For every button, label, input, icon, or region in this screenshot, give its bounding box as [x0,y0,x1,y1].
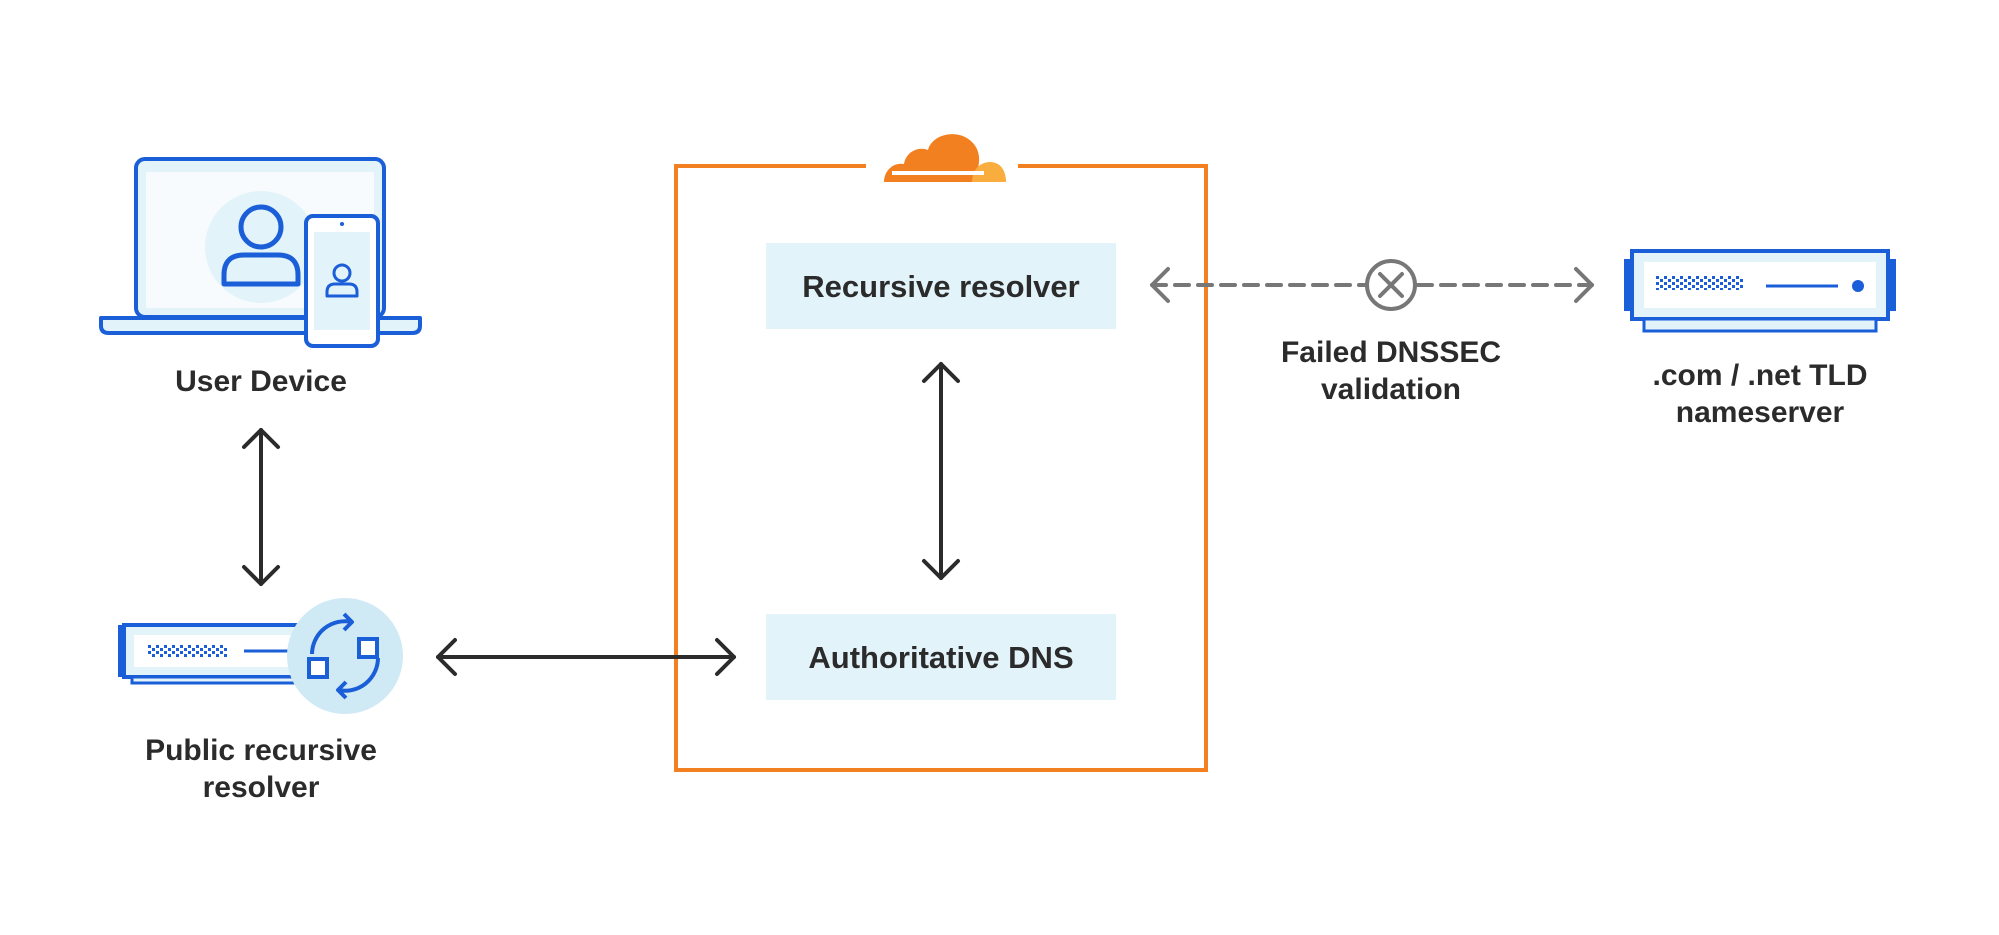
authoritative-dns-box: Authoritative DNS [766,614,1116,700]
user-device-label: User Device [175,365,347,398]
failed-dnssec-label-line1: Failed DNSSEC [1281,336,1501,369]
laptop-phone-user-icon [99,157,422,348]
cloudflare-boundary [674,164,1208,772]
public-resolver-label-line2: resolver [203,771,320,804]
server-icon [1624,249,1896,333]
tld-nameserver-label-line1: .com / .net TLD [1652,359,1867,392]
recursive-resolver-box: Recursive resolver [766,243,1116,329]
recursive-resolver-label: Recursive resolver [802,269,1079,304]
device-resolver-arrow [242,428,280,586]
x-circle-icon [1365,259,1417,311]
authoritative-dns-label: Authoritative DNS [808,640,1073,675]
server-sync-icon [118,598,403,714]
cloudflare-cloud-icon [884,134,1006,182]
resolver-authoritative-horizontal-arrow [436,638,736,676]
resolver-authoritative-arrow [922,362,960,580]
tld-nameserver-label-line2: nameserver [1676,396,1845,429]
failed-validation-arrow [1150,267,1594,303]
public-resolver-label-line1: Public recursive [145,734,377,767]
failed-dnssec-label-line2: validation [1321,373,1461,406]
